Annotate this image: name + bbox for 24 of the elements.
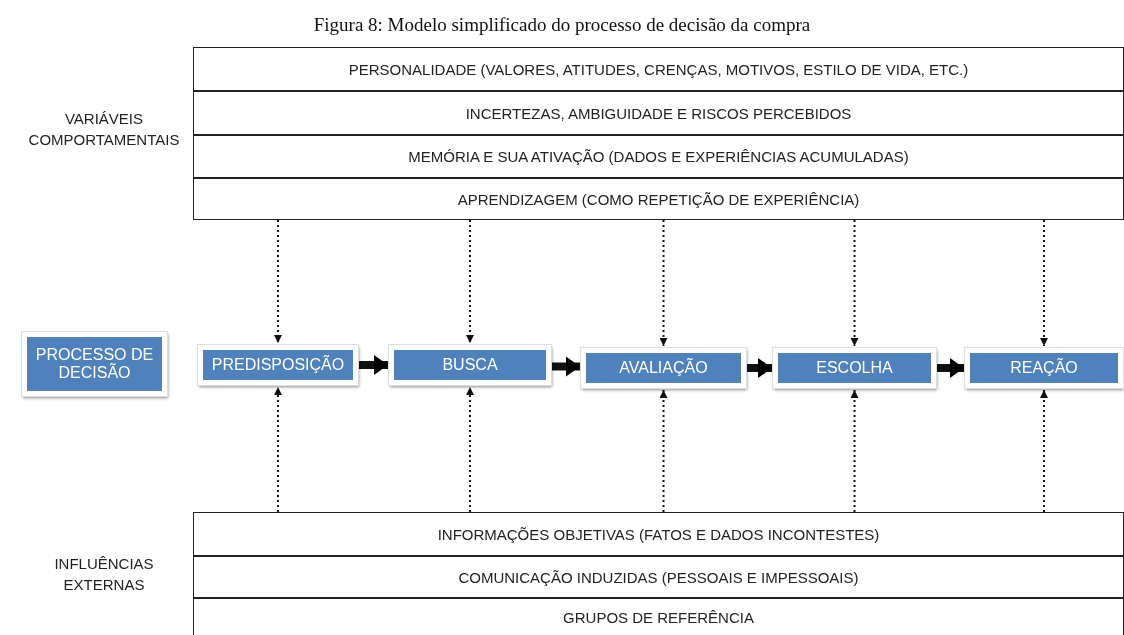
block-arrow xyxy=(747,361,772,375)
dotted-arrow xyxy=(850,219,859,347)
dotted-arrow xyxy=(850,389,859,513)
dotted-arrow xyxy=(274,219,282,344)
dotted-arrow xyxy=(1040,389,1048,513)
category-row: INCERTEZAS, AMBIGUIDADE E RISCOS PERCEBIDOS xyxy=(193,91,1124,135)
dotted-arrow xyxy=(466,386,474,513)
dotted-arrow xyxy=(659,389,668,513)
dotted-arrow xyxy=(659,219,668,347)
group-label: VARIÁVEIS COMPORTAMENTAIS xyxy=(27,109,181,150)
category-row: INFORMAÇÕES OBJETIVAS (FATOS E DADOS INCONTESTES) xyxy=(193,512,1124,556)
figure-title: Figura 8: Modelo simplificado do processo de decisão da compra xyxy=(313,14,811,36)
category-row: GRUPOS DE REFERÊNCIA xyxy=(193,598,1124,635)
block-arrow xyxy=(359,358,388,372)
category-row: APRENDIZAGEM (COMO REPETIÇÃO DE EXPERIÊNCIA) xyxy=(193,178,1124,220)
dotted-arrow xyxy=(466,219,474,344)
block-arrow xyxy=(552,359,580,374)
category-row: MEMÓRIA E SUA ATIVAÇÃO (DADOS E EXPERIÊNCIAS ACUMULADAS) xyxy=(193,135,1124,178)
dotted-arrow xyxy=(1040,219,1048,347)
category-row: PERSONALIDADE (VALORES, ATITUDES, CRENÇAS, MOTIVOS, ESTILO DE VIDA, ETC.) xyxy=(193,47,1124,91)
category-row: COMUNICAÇÃO INDUZIDAS (PESSOAIS E IMPESSOAIS) xyxy=(193,556,1124,598)
dotted-arrow xyxy=(274,386,282,513)
group-label: INFLUÊNCIAS EXTERNAS xyxy=(53,554,155,595)
block-arrow xyxy=(937,361,964,375)
